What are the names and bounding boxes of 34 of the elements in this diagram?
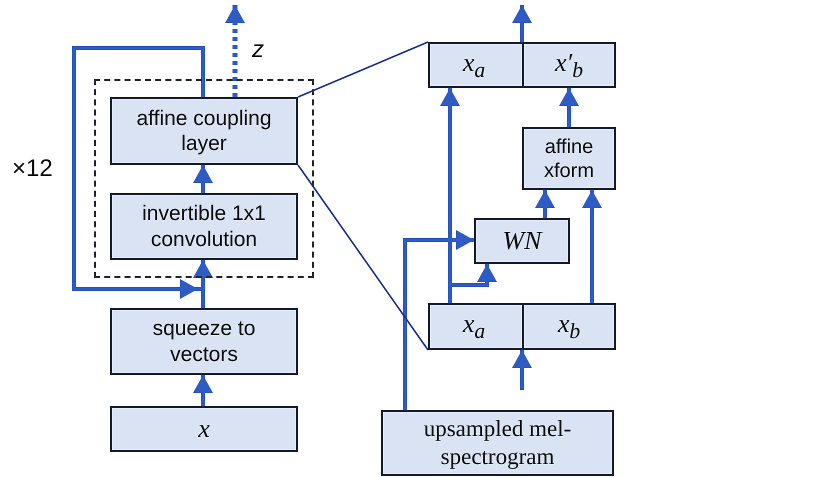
process-box (110, 308, 298, 375)
math-symbol: x (198, 413, 210, 445)
box-label: invertible 1x1 convolution (141, 201, 267, 252)
process-box (110, 193, 298, 260)
arrow (193, 165, 213, 193)
arrow (512, 350, 532, 390)
arrow (535, 190, 555, 218)
box-label: upsampled mel-spectrogram (422, 415, 572, 471)
arrow (403, 230, 474, 410)
dotted-arrow (225, 5, 245, 97)
box-label: squeeze to vectors (152, 316, 256, 367)
process-box (110, 97, 298, 165)
split-box (428, 42, 616, 88)
math-symbol: x$_{a}$ (462, 308, 486, 345)
box-label: affine coupling layer (135, 106, 273, 156)
math-symbol: x′$_{b}$ (554, 46, 584, 84)
dashed-group-box (94, 79, 314, 278)
math-symbol: x$_{b}$ (558, 308, 580, 345)
split-box (428, 303, 616, 350)
math-symbol: x$_{a}$ (462, 46, 486, 84)
zoom-line (297, 164, 429, 350)
zoom-line (298, 41, 428, 98)
process-box (474, 218, 570, 264)
repeat-count: ×12 (12, 155, 53, 183)
box-label: affine xform (543, 134, 595, 182)
arrow (559, 88, 579, 127)
arrow (193, 375, 213, 406)
loop-arrow (72, 46, 213, 299)
process-box (522, 127, 616, 190)
arrow (582, 190, 602, 303)
arrow (512, 5, 532, 42)
math-symbol: WN (502, 225, 542, 257)
process-box (381, 410, 614, 476)
process-box (110, 406, 298, 452)
